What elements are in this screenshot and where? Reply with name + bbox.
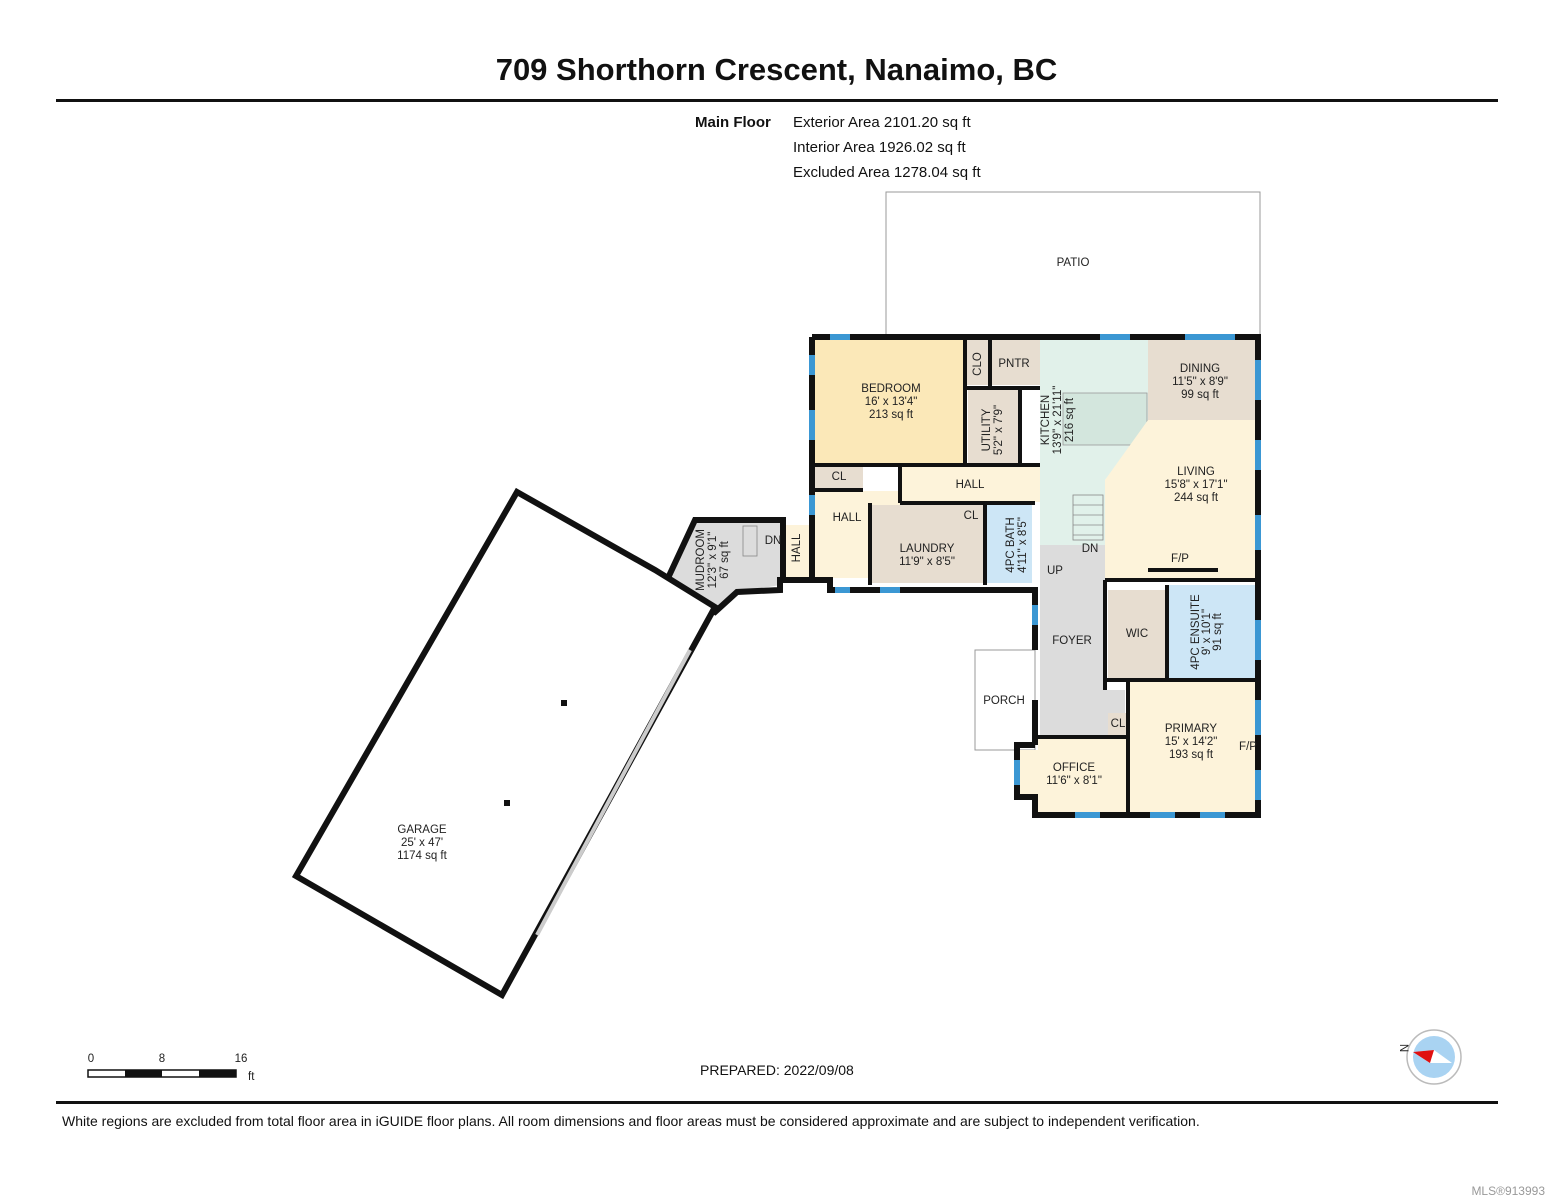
living-area: 244 sq ft [1174, 492, 1219, 504]
primary-label: PRIMARY [1165, 723, 1218, 735]
living-dims: 15'8" x 17'1" [1164, 479, 1227, 491]
bedroom-label: BEDROOM [861, 383, 920, 395]
room-patio [885, 191, 1261, 336]
mls-number: MLS®913993 [1471, 1184, 1545, 1198]
garage-post [504, 800, 510, 806]
bedroom-area: 213 sq ft [869, 409, 914, 421]
office-label: OFFICE [1053, 762, 1095, 774]
prepared-date: PREPARED: 2022/09/08 [700, 1062, 854, 1078]
room-wic [1108, 590, 1166, 680]
hall-left-label: HALL [833, 512, 862, 524]
interior-area: Interior Area 1926.02 sq ft [793, 139, 966, 156]
office-dims: 11'6" x 8'1" [1046, 775, 1102, 787]
primary-dims: 15' x 14'2" [1165, 736, 1218, 748]
walls [664, 334, 1261, 818]
porch-label: PORCH [983, 695, 1025, 707]
garage-dims: 25' x 47' [401, 837, 443, 849]
page-title: 709 Shorthorn Crescent, Nanaimo, BC [495, 52, 1058, 87]
pntr-label: PNTR [998, 358, 1029, 370]
up-label: UP [1047, 565, 1063, 577]
garage-label: GARAGE [397, 824, 447, 836]
room-ensuite [1168, 585, 1255, 678]
bedroom-dims: 16' x 13'4" [865, 396, 918, 408]
footer-divider [56, 1101, 1498, 1104]
windows [809, 334, 1261, 818]
mudroom-label: MUDROOM [695, 529, 707, 591]
utility-dims: 5'2" x 7'9" [993, 405, 1005, 455]
excluded-area: Excluded Area 1278.04 sq ft [793, 164, 981, 181]
garage-area: 1174 sq ft [397, 850, 447, 862]
room-clo [965, 340, 989, 385]
dn-label: DN [1082, 543, 1099, 555]
room-dining [1148, 340, 1255, 420]
wic-label: WIC [1126, 628, 1148, 640]
scale-tick-0: 0 [88, 1053, 94, 1065]
cl-hall-label: CL [832, 471, 847, 483]
room-bath [985, 505, 1032, 583]
interior-walls [815, 340, 1258, 815]
disclaimer: White regions are excluded from total fl… [62, 1113, 1200, 1129]
room-garage [291, 487, 720, 1000]
kitchen-dims: 13'9" x 21'11" [1052, 386, 1064, 455]
mudroom-dims: 12'3" x 9'1" [707, 532, 719, 589]
utility-label: UTILITY [981, 408, 993, 451]
kitchen-area: 216 sq ft [1064, 397, 1076, 442]
dn-mudroom-label: DN [765, 535, 782, 547]
primary-area: 193 sq ft [1169, 749, 1214, 761]
room-hall-left [815, 491, 900, 578]
foyer-label: FOYER [1052, 635, 1092, 647]
mudroom-area: 67 sq ft [719, 540, 731, 579]
scale-tick-8: 8 [159, 1053, 165, 1065]
dining-dims: 11'5" x 8'9" [1172, 376, 1228, 388]
scale-bar: 0 8 16 ft [87, 1053, 255, 1083]
fireplace-living-label: F/P [1171, 553, 1189, 565]
fireplace-primary-label: F/P [1239, 741, 1257, 753]
laundry-dims: 11'9" x 8'5" [899, 556, 955, 568]
kitchen-label: KITCHEN [1040, 395, 1052, 445]
hall-small-label: HALL [791, 533, 803, 562]
scale-tick-16: 16 [235, 1053, 248, 1065]
room-labels: PATIO BEDROOM 16' x 13'4" 213 sq ft CLO … [397, 257, 1257, 862]
room-office [1020, 738, 1128, 812]
patio-label: PATIO [1057, 257, 1090, 269]
room-living [1105, 420, 1255, 578]
living-label: LIVING [1177, 466, 1215, 478]
kitchen-island [1062, 392, 1148, 446]
room-cl-primary [1108, 713, 1128, 735]
ensuite-label: 4PC ENSUITE [1190, 594, 1202, 670]
room-cl-hall [815, 467, 863, 491]
title-divider [56, 99, 1498, 102]
scale-unit: ft [248, 1071, 255, 1083]
cl-laundry-label: CL [964, 510, 979, 522]
room-primary [1130, 682, 1255, 812]
room-utility [968, 390, 1020, 464]
room-pntr [992, 340, 1040, 385]
bath-label: 4PC BATH [1005, 517, 1017, 572]
garage-post [561, 700, 567, 706]
floor-name: Main Floor [695, 114, 771, 131]
laundry-label: LAUNDRY [900, 543, 955, 555]
compass-icon: N [1397, 1029, 1462, 1085]
clo-label: CLO [972, 352, 984, 376]
bath-dims: 4'11" x 8'5" [1017, 517, 1029, 573]
room-mudroom [670, 522, 780, 610]
room-bedroom [815, 340, 965, 464]
cl-primary-label: CL [1111, 718, 1126, 730]
dining-label: DINING [1180, 363, 1220, 375]
room-hall-small [785, 525, 813, 578]
room-porch [974, 649, 1036, 751]
stairs [742, 494, 1104, 557]
dining-area: 99 sq ft [1181, 389, 1220, 401]
compass-north-label: N [1397, 1044, 1409, 1052]
room-hall-top [900, 467, 1040, 502]
ensuite-dims: 9' x 10'1" [1201, 609, 1213, 655]
garage-door [535, 649, 692, 936]
exterior-area: Exterior Area 2101.20 sq ft [793, 114, 971, 131]
ensuite-area: 91 sq ft [1212, 612, 1224, 651]
room-cl-laundry [958, 505, 983, 525]
hall-top-label: HALL [956, 479, 985, 491]
